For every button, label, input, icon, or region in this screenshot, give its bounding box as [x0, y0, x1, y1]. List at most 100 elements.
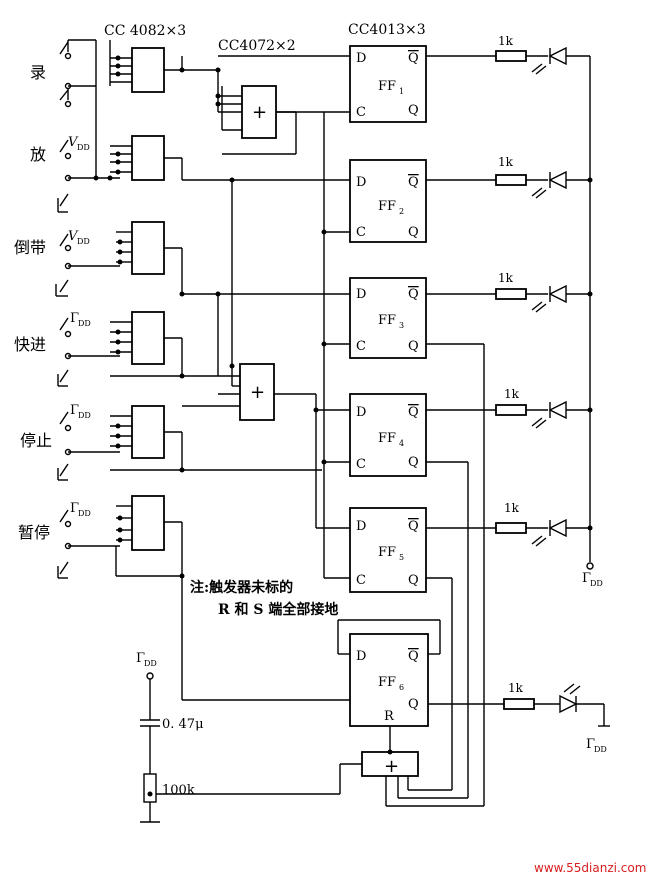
svg-text:Q: Q: [408, 455, 419, 470]
svg-text:Γ: Γ: [70, 311, 79, 326]
switch-rewind: [55, 233, 72, 297]
svg-text:D: D: [356, 649, 366, 664]
or-gate-1: +: [215, 67, 296, 139]
switch-record: [59, 40, 72, 108]
svg-text:Q: Q: [408, 51, 419, 66]
svg-text:Q: Q: [408, 339, 419, 354]
svg-text:FF: FF: [378, 545, 396, 560]
svg-text:C: C: [356, 225, 366, 240]
ic-label-ff: CC4013×3: [348, 22, 426, 38]
svg-text:Q: Q: [408, 519, 419, 534]
watermark: www.55dianzi.com: [534, 861, 646, 875]
and-gate-6: [115, 495, 350, 701]
led-row-5: 1k: [495, 501, 590, 547]
svg-text:FF: FF: [378, 431, 396, 446]
svg-text:3: 3: [399, 321, 404, 330]
svg-text:1k: 1k: [504, 387, 520, 401]
and-gate-5: [110, 405, 322, 473]
switch-fastforward: [57, 317, 72, 387]
svg-text:6: 6: [399, 683, 404, 692]
right-vdd-bus: [586, 56, 594, 570]
button-label-pause: 暂停: [18, 523, 50, 542]
vdd-label-4: ΓDD: [70, 403, 91, 420]
switch-play: [57, 139, 72, 213]
svg-text:Γ: Γ: [70, 501, 79, 516]
led-row-2: 1k: [495, 155, 590, 199]
svg-text:Γ: Γ: [586, 737, 595, 752]
rc-reset: [140, 672, 160, 823]
svg-text:DD: DD: [594, 745, 607, 754]
button-label-stop: 停止: [20, 431, 52, 450]
button-label-record: 录: [30, 63, 46, 82]
led-row-4: 1k: [495, 387, 590, 429]
svg-text:D: D: [356, 405, 366, 420]
svg-text:Γ: Γ: [70, 403, 79, 418]
and-gate-3: [116, 221, 350, 297]
svg-text:DD: DD: [78, 509, 91, 518]
and-gate-4: [110, 311, 218, 379]
svg-text:FF: FF: [378, 199, 396, 214]
svg-text:C: C: [356, 105, 366, 120]
svg-text:D: D: [356, 175, 366, 190]
capacitor-label: 0. 47μ: [162, 717, 204, 732]
note-line-2: R 和 S 端全部接地: [218, 601, 338, 618]
svg-text:4: 4: [399, 439, 404, 448]
and-gate-1: [110, 47, 218, 93]
led-row-3: 1k: [495, 271, 590, 313]
svg-text:Γ: Γ: [136, 651, 145, 666]
svg-text:Q: Q: [408, 103, 419, 118]
svg-text:Q: Q: [408, 175, 419, 190]
svg-text:V: V: [68, 135, 79, 150]
svg-text:C: C: [356, 457, 366, 472]
switch-pause: [57, 509, 72, 579]
button-label-rewind: 倒带: [14, 238, 46, 257]
svg-text:+: +: [252, 102, 267, 123]
svg-text:FF: FF: [378, 675, 396, 690]
led-row-6: 1k: [503, 681, 610, 727]
svg-text:DD: DD: [144, 659, 157, 668]
vdd-label-right: ΓDD: [582, 571, 603, 588]
ic-label-and: CC 4082×3: [104, 23, 186, 39]
svg-text:Q: Q: [408, 287, 419, 302]
svg-text:Q: Q: [408, 225, 419, 240]
svg-text:1k: 1k: [508, 681, 524, 695]
svg-text:1k: 1k: [504, 501, 520, 515]
svg-text:C: C: [356, 339, 366, 354]
svg-text:1: 1: [399, 87, 404, 96]
svg-text:1k: 1k: [498, 155, 514, 169]
vdd-label-led6: ΓDD: [586, 737, 607, 754]
or-gate-reset: +: [150, 749, 485, 807]
svg-text:D: D: [356, 519, 366, 534]
note-line-1: 注:触发器未标的: [190, 579, 293, 596]
svg-text:DD: DD: [78, 411, 91, 420]
svg-text:Q: Q: [408, 649, 419, 664]
ic-label-or: CC4072×2: [218, 38, 296, 54]
svg-text:D: D: [356, 287, 366, 302]
button-label-fastforward: 快进: [14, 335, 46, 354]
svg-text:5: 5: [399, 553, 404, 562]
svg-text:2: 2: [399, 207, 404, 216]
vdd-label-5: ΓDD: [70, 501, 91, 518]
svg-text:R: R: [384, 709, 395, 724]
svg-text:+: +: [250, 382, 265, 403]
svg-text:DD: DD: [78, 319, 91, 328]
svg-text:+: +: [384, 756, 399, 777]
or-gate-2: +: [182, 177, 316, 421]
svg-text:1k: 1k: [498, 34, 514, 48]
svg-text:V: V: [68, 229, 79, 244]
svg-text:FF: FF: [378, 313, 396, 328]
vdd-label-3: ΓDD: [70, 311, 91, 328]
svg-text:DD: DD: [77, 237, 90, 246]
svg-text:Q: Q: [408, 697, 419, 712]
svg-text:1k: 1k: [498, 271, 514, 285]
clock-bus: [222, 111, 350, 579]
and-gate-2: [110, 135, 350, 181]
button-label-play: 放: [30, 145, 46, 164]
